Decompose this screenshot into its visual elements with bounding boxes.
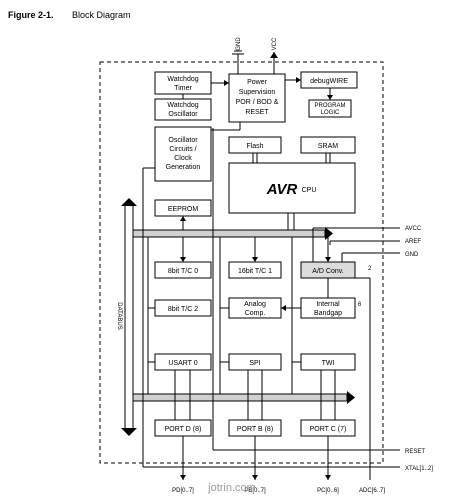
gnd-right-label: GND [405,252,419,258]
bandgap-label-1: Internal [316,301,340,308]
vcc-top-label: VCC [272,37,278,50]
port-d-label: PORT D (8) [165,426,202,433]
oscillator-label-4: Generation [166,164,201,171]
eeprom-arrow [180,216,186,221]
oscillator-label-2: Circuits / [169,146,196,153]
flash-label: Flash [246,143,263,150]
watchdog-timer-label-1: Watchdog [167,76,198,83]
cpu-block [228,162,356,214]
adc-pins-label: ADC[6..7] [359,488,385,494]
xtal-label: XTAL[1..2] [405,466,433,472]
tc2-label: 8bit T/C 2 [168,306,198,313]
bus-width-6: 6 [358,302,362,308]
power-debug-arrow [296,77,301,83]
port-c-label: PORT C (7) [310,426,347,433]
power-supervision-label-4: RESET [245,109,269,116]
upper-bus-arrow [325,227,333,240]
power-supervision-label-3: POR / BOD & [236,99,279,106]
avr-logo: AVR [266,181,298,198]
gnd-top-label: GND [236,37,242,51]
watchdog-timer-label-2: Timer [174,85,192,92]
pc-label: PC[0..6] [317,488,339,494]
eeprom-label: EEPROM [168,206,199,213]
databus-arrow-top [121,198,137,206]
sram-block [300,136,356,154]
flash-block [228,136,282,154]
figure-number: Figure 2-1. [8,10,54,20]
figure-title: Block Diagram [72,10,131,20]
comp-bandgap-arrow [281,305,286,311]
sram-label: SRAM [318,143,338,150]
chip-boundary [99,61,384,464]
power-supervision-block [228,73,286,123]
watermark: jotrin.com [207,482,256,494]
analog-comp-label-2: Comp. [245,310,266,317]
databus-arrow-bottom [121,428,137,436]
pd-pin-arrow [180,475,186,480]
tc1-arrow [252,257,258,262]
pd-label: PD[0..7] [172,488,194,494]
lower-bus [132,393,348,402]
bus-width-2: 2 [368,266,372,272]
upper-bus [132,229,326,238]
tc1-label: 16bit T/C 1 [238,268,272,275]
databus-vertical [124,202,134,432]
pb-pin-arrow [252,475,258,480]
oscillator-circuits-block [154,126,212,182]
tc0-label: 8bit T/C 0 [168,268,198,275]
avcc-label: AVCC [405,226,422,232]
watchdog-oscillator-label-1: Watchdog [167,102,198,109]
adc-arrow [325,257,331,262]
wd-power-arrow [224,80,229,86]
cpu-label: CPU [302,187,317,194]
watchdog-oscillator-label-2: Oscillator [168,111,198,118]
pb-label: PB[0..7] [244,488,266,494]
bandgap-label-2: Bandgap [314,310,342,317]
power-supervision-label-1: Power [247,79,268,86]
lower-bus-arrow [347,391,355,404]
aref-label: AREF [405,239,421,245]
reset-label: RESET [405,449,425,455]
oscillator-label-3: Clock [174,155,192,162]
program-logic-label-1: PROGRAM [314,103,345,109]
debug-arrow [327,95,333,100]
databus-label: DATABUS [116,302,122,329]
debugwire-label: debugWIRE [310,78,348,85]
twi-label: TWI [322,360,335,367]
oscillator-label-1: Oscillator [168,137,198,144]
spi-label: SPI [249,360,260,367]
usart-label: USART 0 [168,360,197,367]
analog-comp-label-1: Analog [244,301,266,308]
vcc-arrow [270,52,278,58]
power-supervision-label-2: Supervision [239,89,276,96]
program-logic-label-2: LOGIC [321,110,340,116]
port-b-label: PORT B (8) [237,426,273,433]
adc-label: A/D Conv. [312,268,343,275]
pc-pin-arrow [325,475,331,480]
